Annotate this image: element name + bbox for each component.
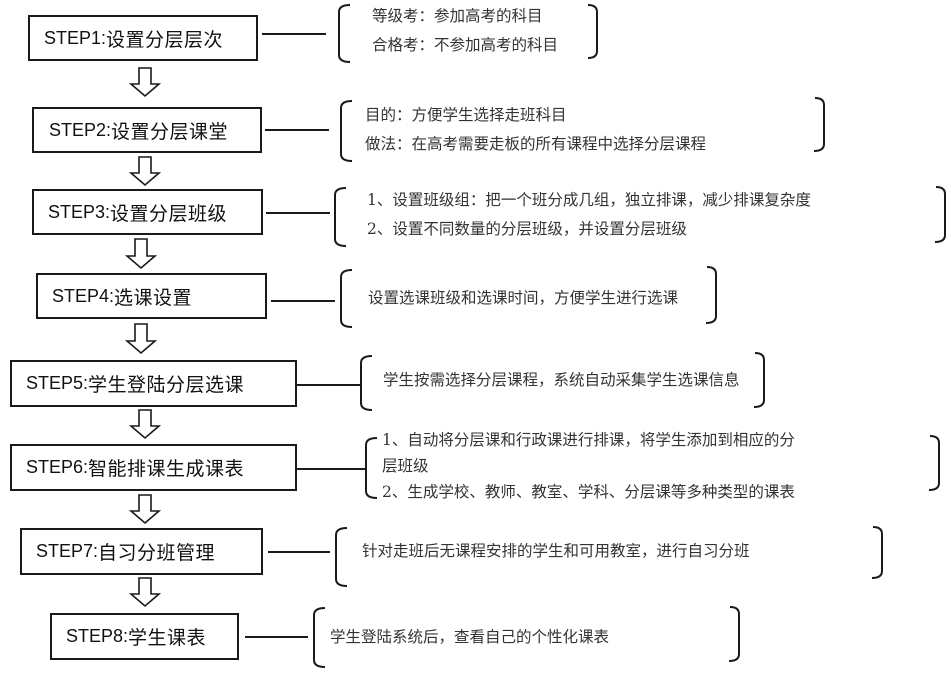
left-bracket xyxy=(334,187,347,247)
step-3-box[interactable]: STEP3: 设置分层班级 xyxy=(32,189,263,235)
left-bracket xyxy=(335,527,348,587)
step-5-box[interactable]: STEP5: 学生登陆分层选课 xyxy=(10,360,297,407)
right-bracket xyxy=(813,97,825,152)
down-arrow-icon xyxy=(128,409,162,440)
step-label: STEP7: xyxy=(36,541,99,561)
right-bracket xyxy=(753,352,765,408)
note-line: 目的：方便学生选择走班科目 xyxy=(365,106,567,124)
right-bracket xyxy=(934,186,946,243)
note-line: 做法：在高考需要走板的所有课程中选择分层课程 xyxy=(365,135,707,153)
step-title: 设置分层课堂 xyxy=(111,120,229,143)
note-line: 2、生成学校、教师、教室、学科、分层课等多种类型的课表 xyxy=(382,483,795,501)
down-arrow-icon xyxy=(128,577,162,608)
connector-line xyxy=(297,384,361,386)
step-title: 学生登陆分层选课 xyxy=(88,374,245,396)
step-8-notes: 学生登陆系统后，查看自己的个性化课表 xyxy=(330,623,609,652)
left-bracket xyxy=(340,269,353,328)
note-line: 针对走班后无课程安排的学生和可用教室，进行自习分班 xyxy=(362,542,750,560)
step-3-notes: 1、设置班级组：把一个班分成几组，独立排课，减少排课复杂度 2、设置不同数量的分… xyxy=(367,186,811,244)
left-bracket xyxy=(360,355,373,411)
step-2-box[interactable]: STEP2: 设置分层课堂 xyxy=(32,107,262,153)
down-arrow-icon xyxy=(124,238,158,270)
note-line: 2、设置不同数量的分层班级，并设置分层班级 xyxy=(367,220,687,238)
note-line: 设置选课班级和选课时间，方便学生进行选课 xyxy=(368,289,679,307)
connector-line xyxy=(266,212,330,214)
note-line: 等级考：参加高考的科目 xyxy=(372,7,543,25)
connector-line xyxy=(245,636,308,638)
down-arrow-icon xyxy=(124,323,158,355)
step-label: STEP1: xyxy=(44,27,107,48)
step-4-box[interactable]: STEP4: 选课设置 xyxy=(36,273,267,319)
down-arrow-icon xyxy=(128,494,162,525)
step-1-notes: 等级考：参加高考的科目 合格考：不参加高考的科目 xyxy=(372,2,558,60)
connector-line xyxy=(268,551,330,553)
step-2-notes: 目的：方便学生选择走班科目 做法：在高考需要走板的所有课程中选择分层课程 xyxy=(365,101,706,159)
step-1-box[interactable]: STEP1: 设置分层层次 xyxy=(28,15,258,61)
note-line: 合格考：不参加高考的科目 xyxy=(372,36,559,54)
left-bracket xyxy=(313,607,326,668)
step-title: 学生课表 xyxy=(128,627,207,649)
step-6-notes: 1、自动将分层课和行政课进行排课，将学生添加到相应的分 层班级 2、生成学校、教… xyxy=(382,427,795,505)
note-line: 学生按需选择分层课程，系统自动采集学生选课信息 xyxy=(383,371,740,389)
connector-line xyxy=(297,468,365,470)
step-5-notes: 学生按需选择分层课程，系统自动采集学生选课信息 xyxy=(383,366,740,395)
left-bracket xyxy=(338,4,351,63)
step-label: STEP8: xyxy=(66,626,129,646)
right-bracket xyxy=(871,526,883,579)
right-bracket xyxy=(587,4,598,59)
step-label: STEP5: xyxy=(26,373,89,393)
step-7-notes: 针对走班后无课程安排的学生和可用教室，进行自习分班 xyxy=(362,537,750,566)
step-6-box[interactable]: STEP6: 智能排课生成课表 xyxy=(10,444,297,491)
right-bracket xyxy=(705,266,717,324)
connector-line xyxy=(271,300,335,302)
step-4-notes: 设置选课班级和选课时间，方便学生进行选课 xyxy=(368,284,678,313)
down-arrow-icon xyxy=(128,67,162,98)
step-label: STEP6: xyxy=(26,457,89,477)
step-label: STEP3: xyxy=(48,201,111,222)
step-7-box[interactable]: STEP7: 自习分班管理 xyxy=(20,528,263,575)
left-bracket xyxy=(365,437,378,499)
connector-line xyxy=(262,33,326,35)
left-bracket xyxy=(340,100,353,162)
right-bracket xyxy=(728,606,740,662)
step-8-box[interactable]: STEP8: 学生课表 xyxy=(50,613,239,660)
note-line: 1、设置班级组：把一个班分成几组，独立排课，减少排课复杂度 xyxy=(367,191,811,209)
step-title: 设置分层班级 xyxy=(110,202,228,225)
step-title: 选课设置 xyxy=(114,286,193,309)
connector-line xyxy=(265,129,329,131)
step-label: STEP2: xyxy=(49,119,112,140)
step-title: 智能排课生成课表 xyxy=(88,458,245,480)
note-line: 学生登陆系统后，查看自己的个性化课表 xyxy=(330,628,610,646)
note-line: 1、自动将分层课和行政课进行排课，将学生添加到相应的分 xyxy=(382,431,795,449)
right-bracket xyxy=(928,435,940,491)
step-title: 设置分层层次 xyxy=(106,28,224,51)
down-arrow-icon xyxy=(128,156,162,187)
step-label: STEP4: xyxy=(52,285,115,306)
step-title: 自习分班管理 xyxy=(98,542,216,564)
note-line: 层班级 xyxy=(382,457,429,475)
